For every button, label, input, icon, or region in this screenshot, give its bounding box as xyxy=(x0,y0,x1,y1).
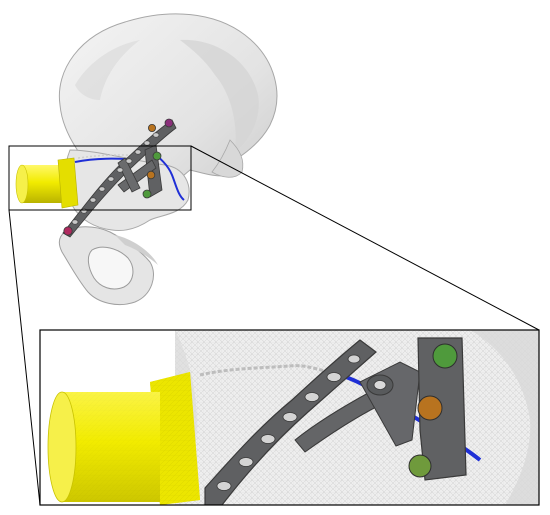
iliac-crest-shadow xyxy=(75,40,140,100)
zoom-inset-frame xyxy=(39,329,540,506)
screw-orange-top xyxy=(147,124,156,133)
obturator-foramen xyxy=(87,246,134,290)
connector-right xyxy=(190,145,540,331)
inset-fixation-plate xyxy=(204,337,467,505)
posterior-ilium xyxy=(211,139,244,178)
zoom-inset xyxy=(40,330,539,505)
zoom-indicator xyxy=(8,145,540,506)
screw-magenta xyxy=(63,226,73,236)
screw-green-bottom xyxy=(142,189,152,199)
iliac-fossa-shadow xyxy=(180,39,259,152)
inset-bone-shadow xyxy=(470,330,539,505)
inset-screw-green-top xyxy=(432,343,458,369)
inset-screw-green-bottom xyxy=(408,454,432,478)
screw-purple xyxy=(164,118,174,128)
connector-left xyxy=(8,209,41,506)
fixation-plate xyxy=(62,118,177,238)
ischium-shadow xyxy=(115,235,158,265)
inset-cylinder-fixture xyxy=(47,372,200,505)
inset-fracture-upper xyxy=(199,364,331,377)
cylinder-fixture xyxy=(15,157,79,209)
screw-green-top xyxy=(152,151,162,161)
screw-orange-mid xyxy=(146,170,156,180)
inset-screw-orange xyxy=(417,395,443,421)
zoom-source-box xyxy=(8,145,192,211)
